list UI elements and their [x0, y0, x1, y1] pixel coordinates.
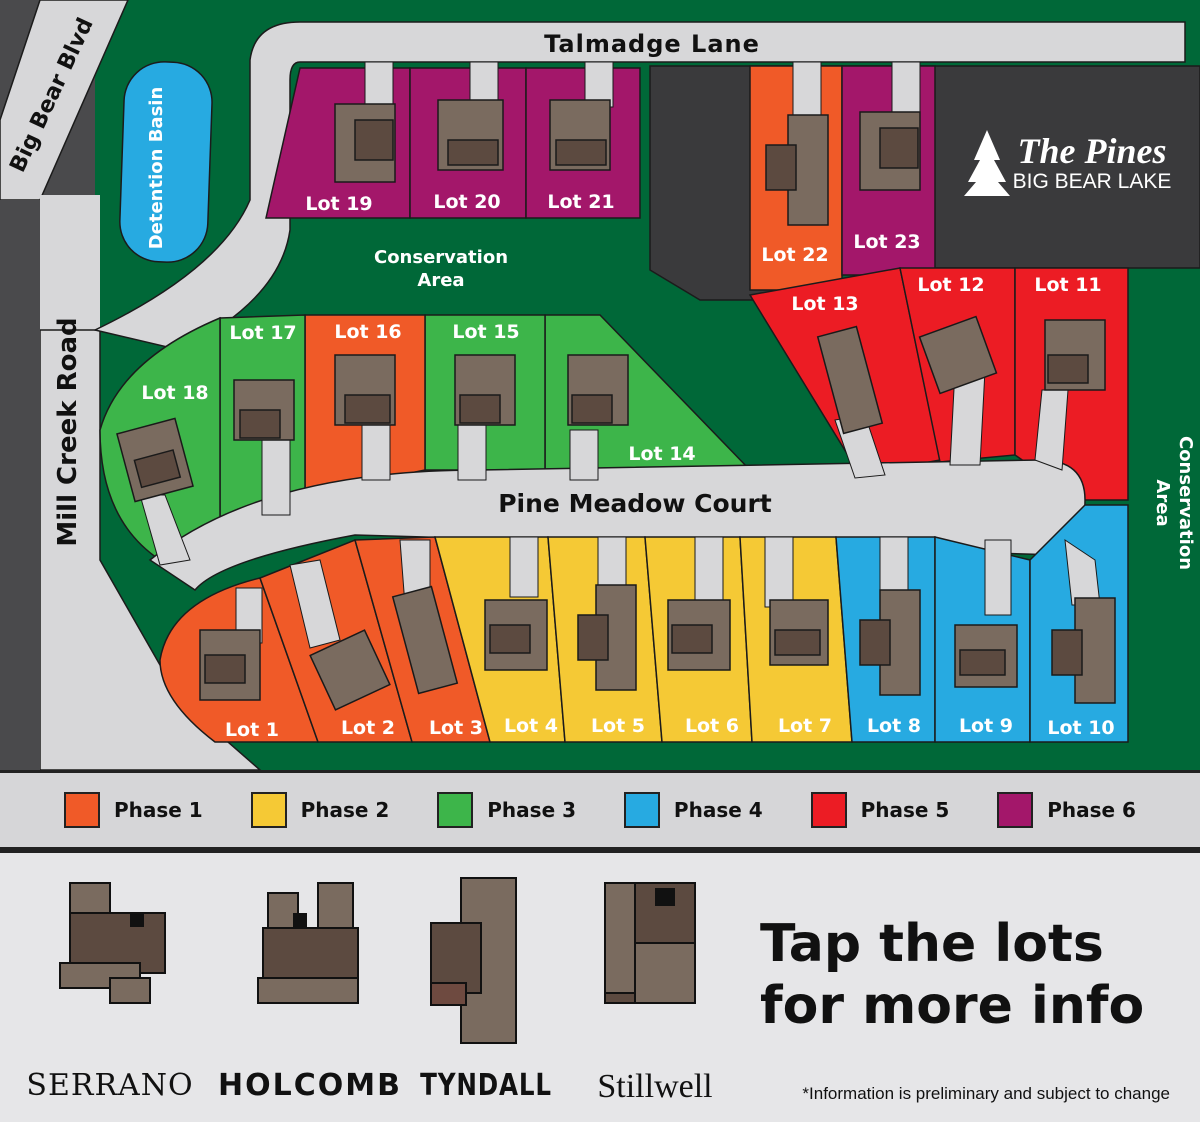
lot-label-14: Lot 14	[628, 443, 695, 465]
left-block	[0, 200, 40, 770]
serrano-plan-icon	[59, 882, 166, 1004]
lot-label-19: Lot 19	[305, 193, 372, 215]
legend-phase-4: Phase 4	[623, 792, 763, 828]
phase-6-label: Phase 6	[1047, 798, 1136, 822]
conservation-area-right-label-2: Area	[1152, 479, 1173, 526]
lot-label-23: Lot 23	[853, 231, 920, 253]
stillwell-plan-icon	[604, 882, 696, 1004]
lot-label-8: Lot 8	[867, 715, 921, 737]
phase-6-swatch	[997, 792, 1034, 828]
talmadge-lane-label: Talmadge Lane	[544, 30, 760, 58]
lot-label-16: Lot 16	[334, 321, 401, 343]
phase-2-label: Phase 2	[300, 798, 390, 822]
top-green-strip	[0, 0, 1200, 20]
home-models-panel: SERRANO HOLCOMB TYNDALL Stillwell Tap th…	[0, 850, 1200, 1122]
phase-3-label: Phase 3	[487, 798, 577, 822]
holcomb-plan-icon	[257, 882, 359, 1004]
lot-label-15: Lot 15	[452, 321, 519, 343]
model-holcomb[interactable]: HOLCOMB	[218, 873, 402, 1113]
lot-label-2: Lot 2	[341, 717, 395, 739]
cta-line-2: for more info	[760, 976, 1145, 1036]
phase-1-swatch	[63, 792, 100, 828]
legend-phase-1: Phase 1	[63, 792, 203, 828]
lot-label-21: Lot 21	[547, 191, 614, 213]
lot-label-17: Lot 17	[229, 322, 296, 344]
lot-label-11: Lot 11	[1034, 274, 1101, 296]
detention-basin	[119, 61, 213, 263]
lot-labels: Lot 1 Lot 2 Lot 3 Lot 4 Lot 5 Lot 6 Lot …	[141, 191, 1114, 741]
conservation-area-label-1: Conservation	[374, 247, 508, 268]
serrano-label: SERRANO	[26, 1068, 194, 1103]
lot-label-13: Lot 13	[791, 293, 858, 315]
lot-label-3: Lot 3	[429, 717, 483, 739]
phase-5-label: Phase 5	[860, 798, 950, 822]
call-to-action: Tap the lots for more info	[760, 913, 1190, 1037]
brand-name: The Pines	[1018, 131, 1167, 171]
lot-label-10: Lot 10	[1047, 717, 1114, 739]
lot-label-7: Lot 7	[778, 715, 832, 737]
lot-label-5: Lot 5	[591, 715, 645, 737]
phase-4-swatch	[623, 792, 660, 828]
model-tyndall[interactable]: TYNDALL	[396, 873, 576, 1113]
tyndall-plan-icon	[430, 877, 517, 1044]
conservation-area-right-label-1: Conservation	[1175, 436, 1196, 570]
lot-label-18: Lot 18	[141, 382, 208, 404]
stillwell-label: Stillwell	[597, 1068, 713, 1105]
brand-logo: The Pines BIG BEAR LAKE	[964, 130, 1171, 196]
model-stillwell[interactable]: Stillwell	[565, 873, 745, 1113]
phase-4-label: Phase 4	[673, 798, 763, 822]
pine-tree-icon	[964, 130, 1010, 196]
legend-phase-3: Phase 3	[437, 792, 576, 828]
pine-meadow-court-label: Pine Meadow Court	[498, 489, 772, 518]
legend-phase-5: Phase 5	[810, 792, 950, 828]
lot-label-22: Lot 22	[761, 244, 828, 266]
lot-label-12: Lot 12	[917, 274, 984, 296]
mill-creek-road-label: Mill Creek Road	[53, 317, 83, 546]
talmadge-lane-road	[92, 21, 1186, 351]
phase-1-label: Phase 1	[113, 798, 203, 822]
site-map: Talmadge Lane Big Bear Blvd Mill Creek R…	[0, 0, 1200, 770]
phase-legend: Phase 1 Phase 2 Phase 3 Phase 4 Phase 5 …	[0, 770, 1200, 850]
phase-5-swatch	[810, 792, 847, 828]
model-serrano[interactable]: SERRANO	[20, 873, 200, 1113]
holcomb-label: HOLCOMB	[218, 1068, 402, 1103]
detention-basin-label: Detention Basin	[146, 87, 167, 250]
mill-creek-road-upper	[40, 195, 100, 330]
lot-label-1: Lot 1	[225, 719, 279, 741]
phase-3-swatch	[437, 792, 474, 828]
legend-phase-6: Phase 6	[997, 792, 1136, 828]
lot-label-20: Lot 20	[433, 191, 500, 213]
phase-2-swatch	[250, 792, 287, 828]
lot-label-9: Lot 9	[959, 715, 1013, 737]
tyndall-label: TYNDALL	[420, 1068, 552, 1103]
house-footprints	[116, 99, 1116, 711]
conservation-area-label-2: Area	[417, 270, 464, 291]
lot-label-4: Lot 4	[504, 715, 558, 737]
legend-phase-2: Phase 2	[250, 792, 390, 828]
cta-line-1: Tap the lots	[760, 914, 1104, 974]
lot-label-6: Lot 6	[685, 715, 739, 737]
brand-sub: BIG BEAR LAKE	[1013, 170, 1172, 193]
disclaimer-note: *Information is preliminary and subject …	[802, 1084, 1170, 1103]
